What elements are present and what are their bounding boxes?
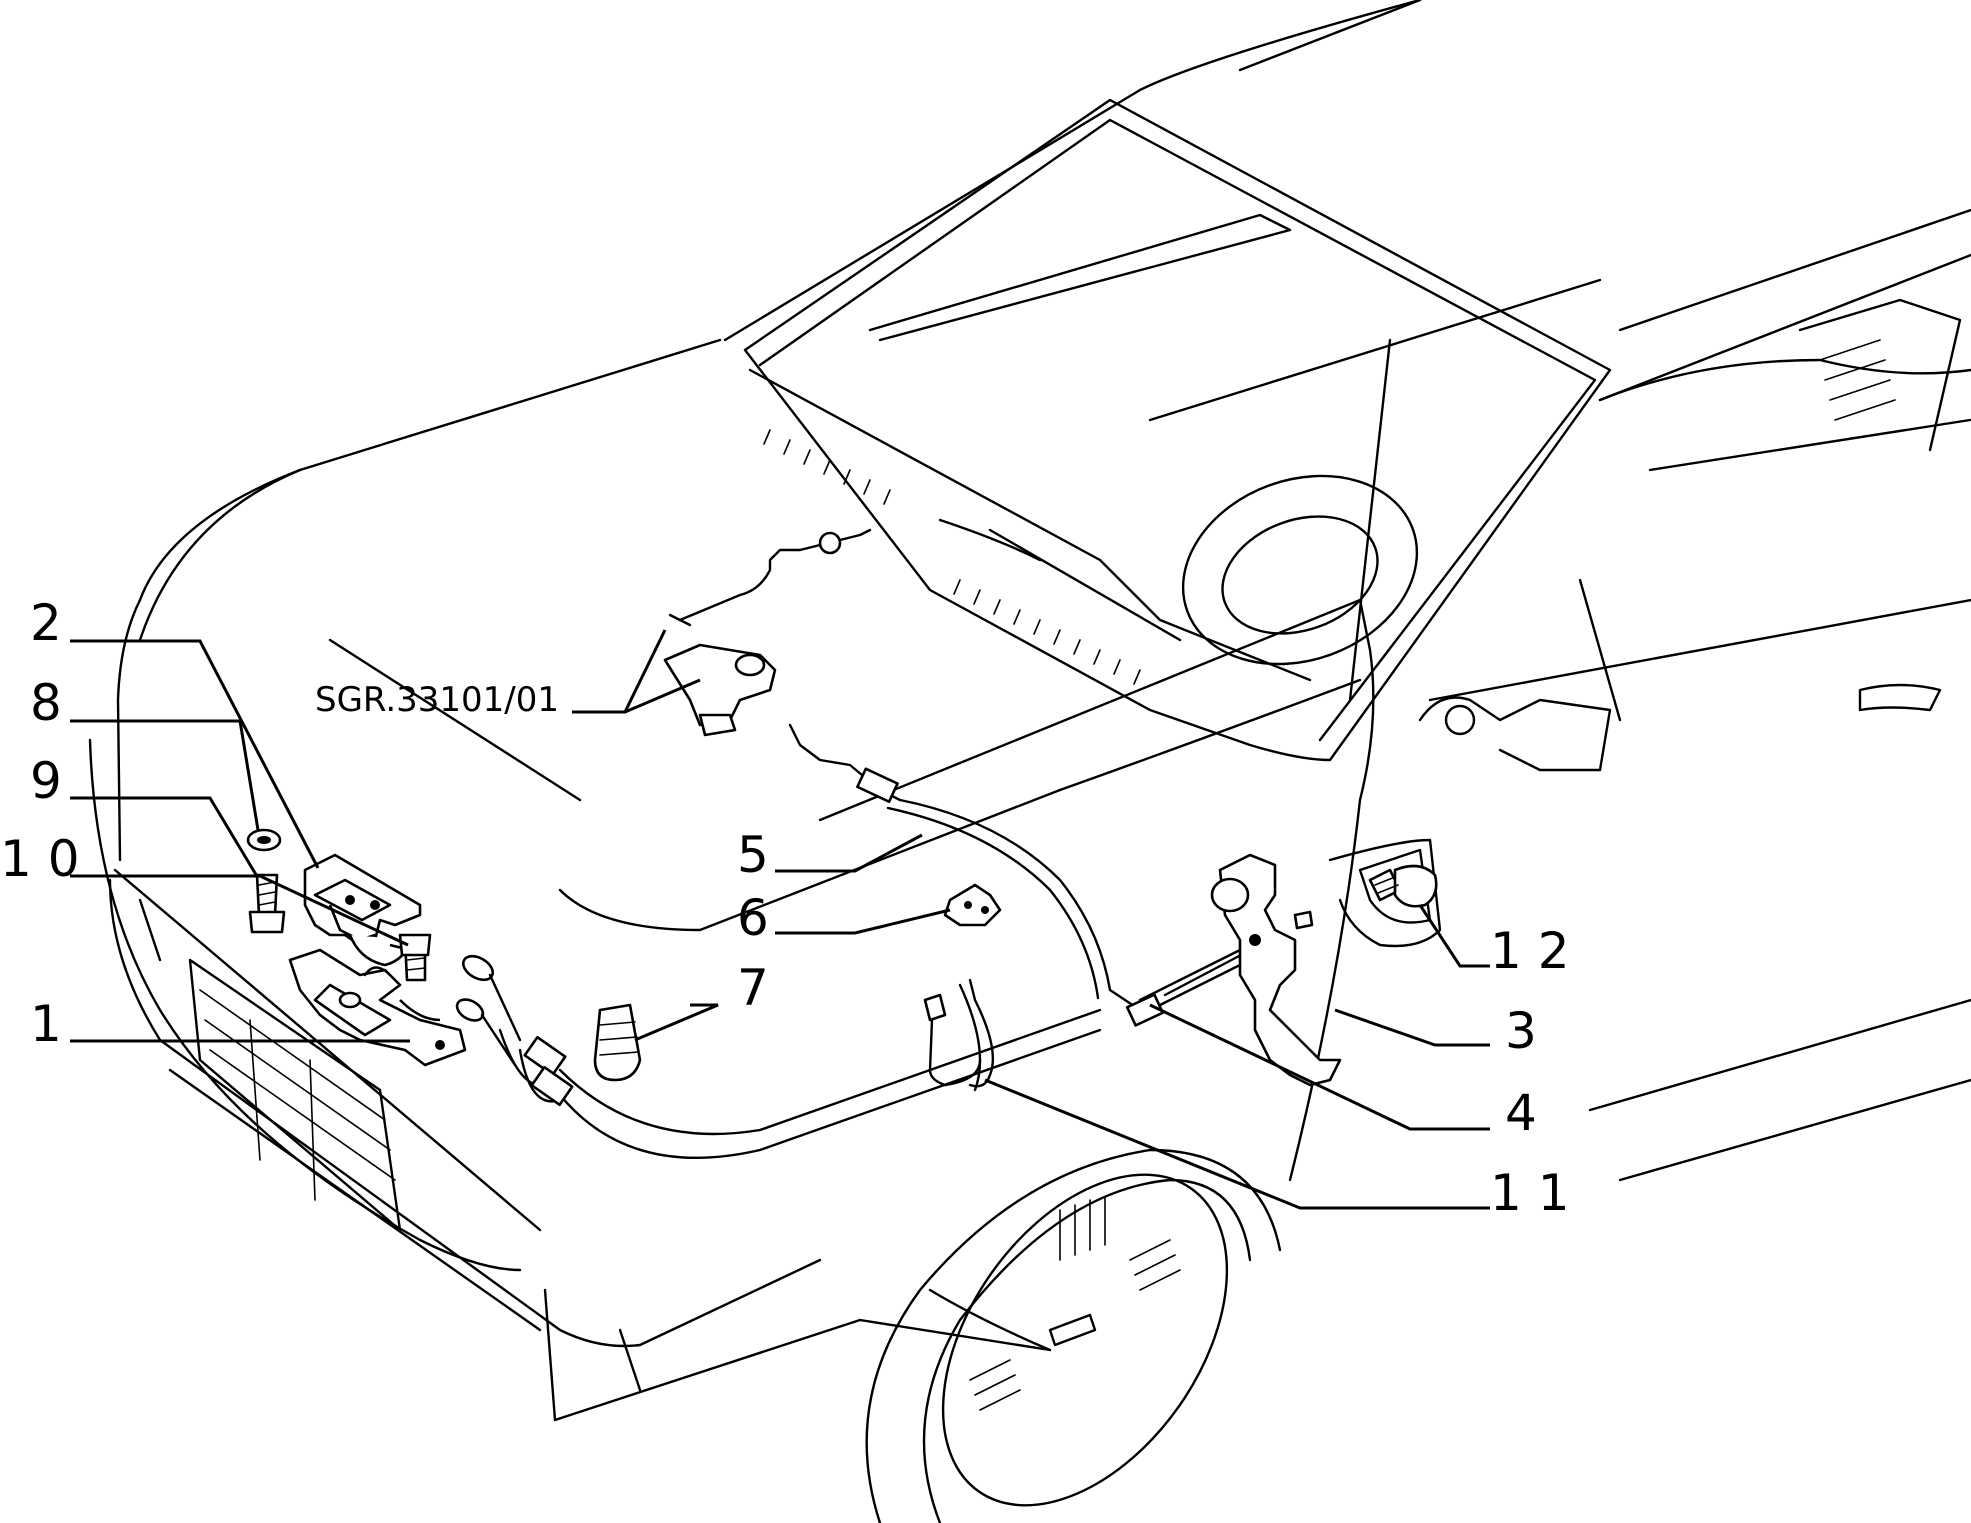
callout-1: 1 — [30, 995, 62, 1053]
callout-11: 1 1 — [1490, 1164, 1570, 1222]
car-body-outline — [88, 0, 1971, 1523]
parts — [246, 528, 1442, 1160]
callout-8: 8 — [30, 674, 62, 732]
leader-lines — [70, 629, 1490, 1210]
callout-labels: SGR.33101/01 2 8 9 1 0 1 5 6 7 1 2 3 4 1… — [0, 594, 1570, 1222]
callout-7: 7 — [737, 959, 769, 1017]
callout-5: 5 — [737, 826, 769, 884]
callout-4: 4 — [1505, 1084, 1537, 1142]
callout-3: 3 — [1505, 1002, 1537, 1060]
callout-10: 1 0 — [0, 830, 80, 888]
callout-9: 9 — [30, 752, 62, 810]
callout-6: 6 — [737, 889, 769, 947]
callout-2: 2 — [30, 594, 62, 652]
callout-12: 1 2 — [1490, 922, 1570, 980]
reference-code: SGR.33101/01 — [315, 680, 559, 720]
